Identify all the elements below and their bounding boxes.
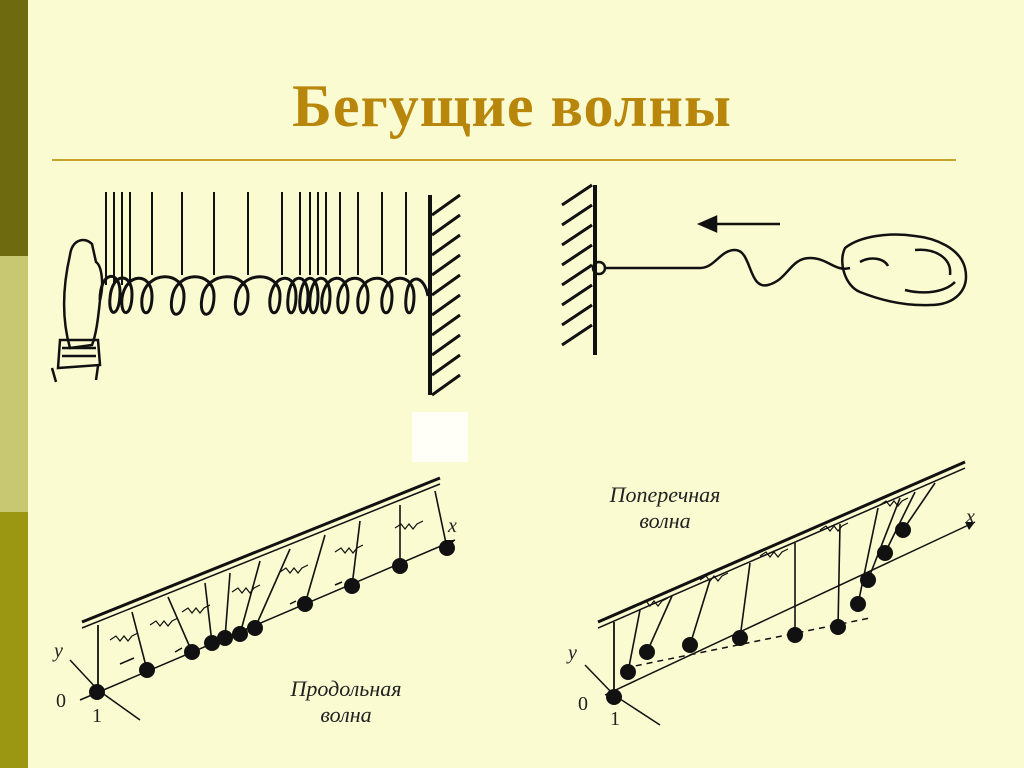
left-x-axis-label: x [448,515,457,537]
longitudinal-wave-label: Продольная волна [258,676,434,728]
arrow-direction-icon [696,215,780,233]
wall-left-of-rope [561,183,597,355]
slide-title: Бегущие волны [292,73,732,139]
x-axis-line [604,521,976,696]
transverse-wave-label: Поперечная волна [574,482,756,534]
longitudinal-label-line2: волна [320,702,372,727]
y-axis-line [584,664,615,696]
longitudinal-label-line1: Продольная [290,676,402,701]
pendulum-bobs [89,540,455,700]
left-origin-label: 0 [56,690,66,712]
hand-left [50,238,104,383]
left-y-axis-label: y [54,640,63,662]
right-x-axis-label: x [966,506,975,528]
title-divider [52,159,956,161]
wall-right-of-spring [428,193,461,397]
spring-coils [98,274,430,316]
side-stripe-olive [0,512,28,768]
side-stripe-light [0,256,28,512]
right-y-axis-label: y [568,642,577,664]
hand-right [841,233,968,307]
side-stripe-dark [0,0,28,256]
rope-wave [605,248,851,287]
left-first-label: 1 [92,705,102,727]
transverse-label-line1: Поперечная [609,482,721,507]
pendulum-support-bar [597,460,966,624]
pendulum-bobs [606,522,911,705]
transverse-label-line2: волна [639,508,691,533]
pendulum-support-bar [81,476,441,624]
spring-threads [105,192,407,285]
right-origin-label: 0 [578,693,588,715]
right-first-label: 1 [610,708,620,730]
